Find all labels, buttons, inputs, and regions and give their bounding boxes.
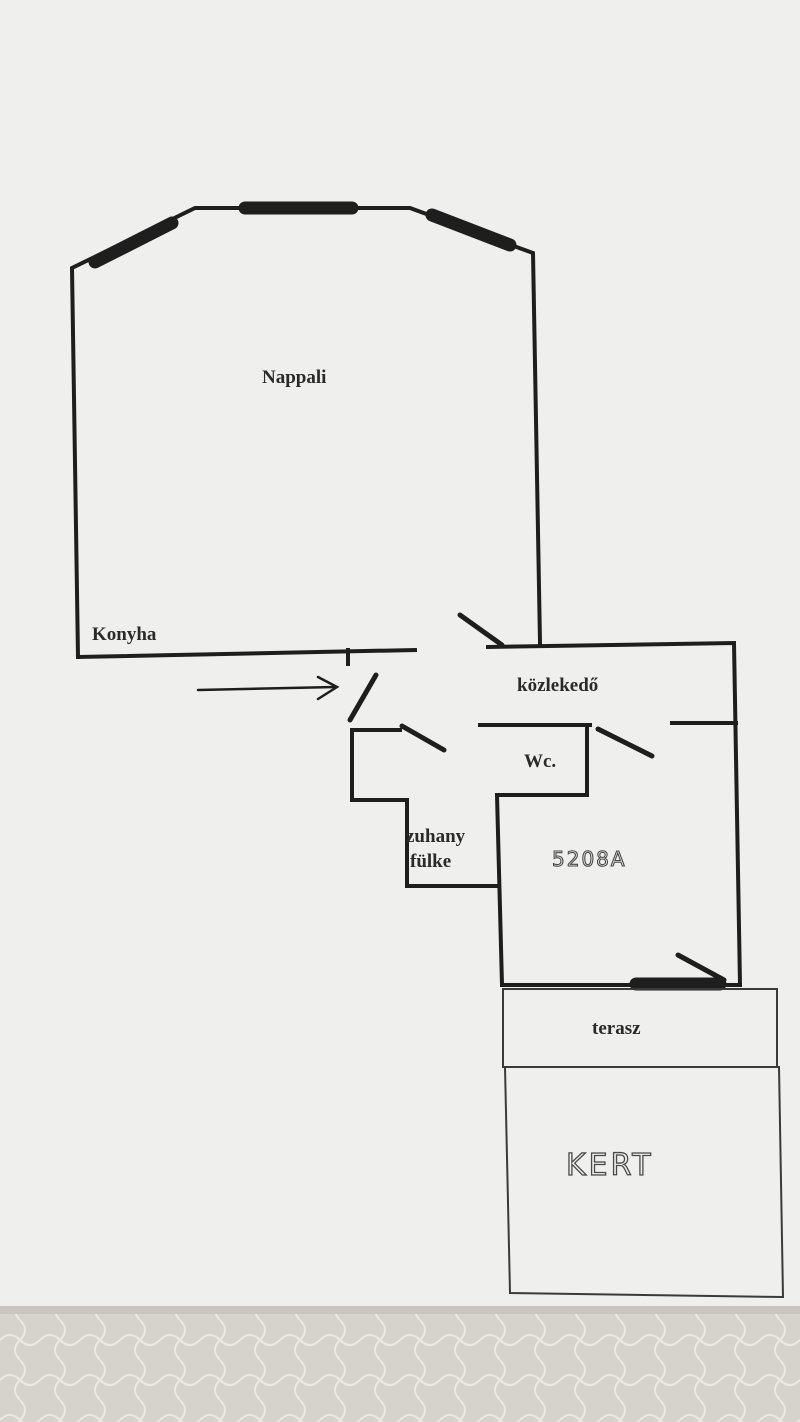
window-left [88,216,179,269]
label-wc: Wc. [524,751,556,772]
wc-wall [494,723,589,988]
table-surface [0,1300,800,1422]
label-kert: KERT [566,1148,654,1183]
label-fulke: fülke [410,851,451,872]
kozlekedo-wall [485,640,743,988]
label-kozlekedo: közlekedő [517,675,598,696]
bathroom-wall [350,728,500,888]
door-wc [595,726,655,759]
label-unit-number: 5208A [552,847,627,871]
door-terasz [675,952,727,983]
entrance-arrow [196,685,337,692]
label-terasz: terasz [592,1018,641,1039]
label-konyha: Konyha [92,624,157,645]
entrance-arrowhead [316,675,340,701]
kert-area [503,1066,785,1299]
label-nappali: Nappali [262,367,326,388]
window-right [425,208,517,252]
paper-shadow [0,1306,800,1314]
label-zuhany: zuhany [406,826,466,847]
door-nappali [457,612,505,648]
door-entrance [347,672,379,723]
konyha-bottom-wall [75,647,418,660]
door-bathroom [399,723,447,753]
